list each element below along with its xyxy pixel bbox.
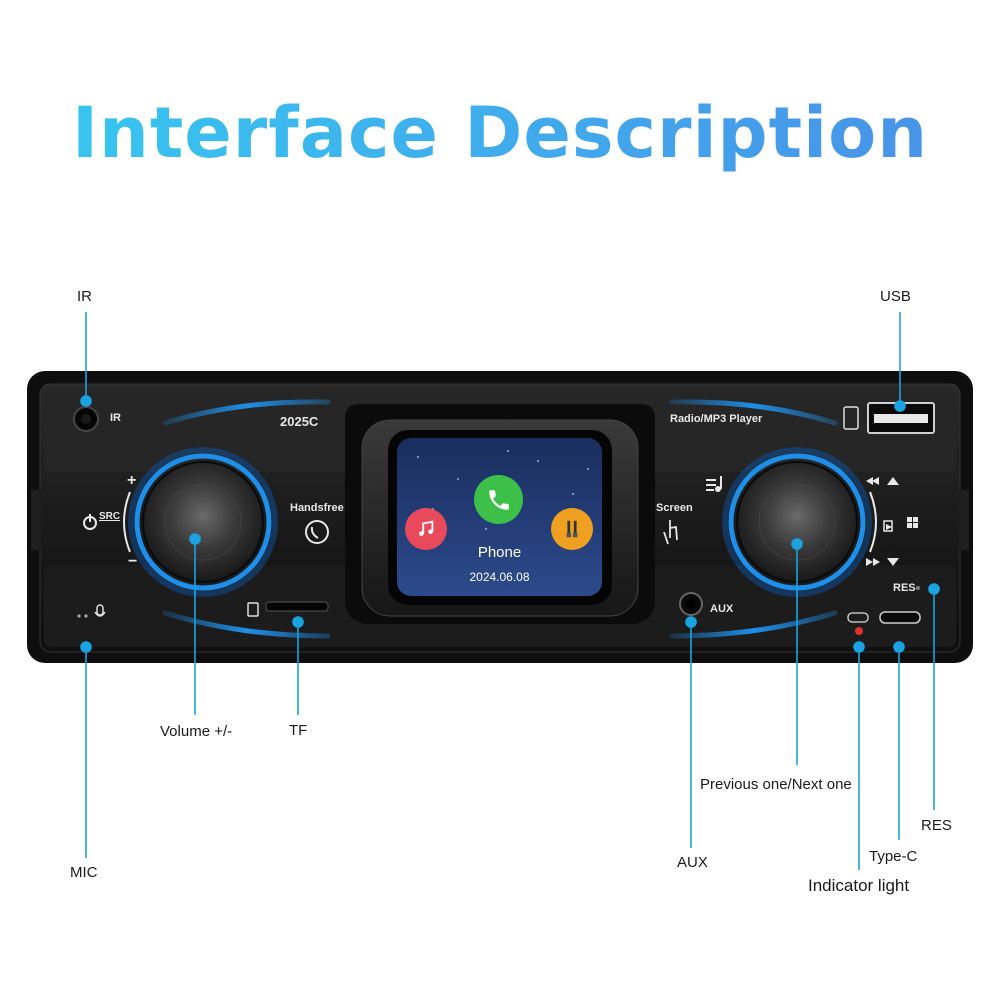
media-control-icons: [866, 477, 918, 566]
light-strip-top-left: [162, 399, 331, 426]
src-label: SRC: [99, 511, 121, 522]
screen-button-label: Screen: [656, 502, 693, 514]
microphone-icon: [96, 604, 104, 616]
touch-hand-icon: [663, 520, 678, 545]
volume-knob-ring: [134, 453, 272, 591]
charging-icon: [847, 612, 869, 623]
handsfree-label: Handsfree: [290, 502, 344, 514]
light-strip-bottom-right: [669, 610, 838, 639]
page-title: Interface Description: [0, 92, 1000, 174]
aux-mark: AUX: [710, 603, 734, 615]
indicator-light: [855, 627, 863, 635]
usb-music-icon: [843, 406, 859, 430]
label-volume: Volume +/-: [160, 723, 233, 740]
label-prev-next: Previous one/Next one: [700, 776, 852, 793]
label-tf: TF: [289, 722, 308, 739]
label-mic: MIC: [70, 864, 98, 881]
label-res: RES: [921, 817, 952, 834]
volume-plus: +: [127, 472, 137, 489]
aux-app-icon[interactable]: [551, 508, 593, 550]
phone-app-icon[interactable]: [474, 475, 523, 524]
type-c-port: [879, 611, 921, 624]
radio-player-label: Radio/MP3 Player: [670, 413, 763, 425]
label-type-c: Type-C: [869, 848, 918, 865]
label-usb: USB: [880, 288, 911, 305]
playlist-music-icon: [706, 476, 722, 491]
light-strip-bottom-left: [162, 610, 331, 639]
light-strip-top-right: [669, 399, 838, 426]
volume-knob: [142, 461, 264, 583]
sd-card-icon: [247, 602, 259, 617]
model-number: 2025C: [280, 414, 319, 429]
label-aux: AUX: [677, 854, 708, 871]
reset-hole: [915, 585, 921, 591]
volume-minus: −: [128, 553, 138, 570]
date-display: 2024.06.08: [469, 570, 530, 584]
ir-mark: IR: [110, 412, 121, 424]
tf-card-slot: [265, 601, 329, 612]
label-ir: IR: [77, 288, 92, 305]
mic-hole: [77, 614, 81, 618]
display-screen[interactable]: Phone 2024.06.08: [397, 438, 602, 596]
res-mark: RES: [893, 582, 916, 594]
app-label: Phone: [477, 544, 522, 561]
label-indicator: Indicator light: [808, 876, 910, 895]
music-app-icon[interactable]: [405, 508, 447, 550]
phone-call-icon: [305, 520, 329, 544]
